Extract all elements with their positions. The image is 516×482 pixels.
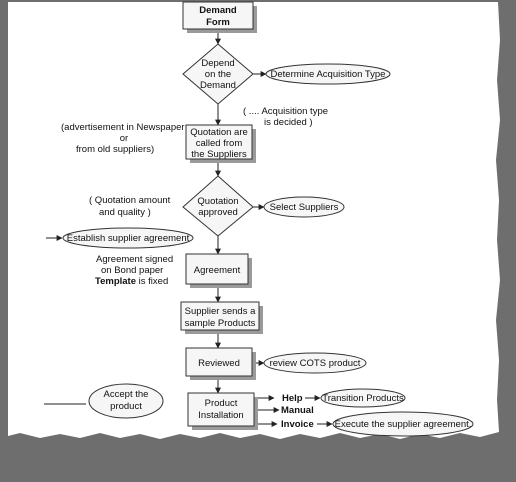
help-label: Help (282, 393, 303, 404)
execute-agreement-label: Execute the supplier agreement. (335, 419, 472, 430)
quotation-approved-line2: approved (198, 207, 238, 218)
advertisement-note-line3: from old suppliers) (76, 144, 154, 155)
demand-form-line2: Form (206, 17, 230, 28)
accept-product-line2: product (110, 401, 142, 412)
quotation-called-line2: called from (196, 138, 243, 149)
template-word: Template (95, 276, 136, 287)
agreement-note-line2: on Bond paper (101, 265, 163, 276)
acquisition-note-line2: is decided ) (264, 117, 313, 128)
agreement-note-line3: Template is fixed (95, 276, 168, 287)
agreement-label: Agreement (194, 265, 241, 276)
reviewed-box (185, 347, 253, 377)
quotation-amount-note-line1: ( Quotation amount (89, 195, 171, 206)
demand-form-line1: Demand (199, 5, 237, 16)
acquisition-note-line1: ( .... Acquisition type (243, 106, 328, 117)
depend-line2: on the (205, 69, 231, 80)
quotation-approved-decision (182, 175, 254, 237)
depend-line3: Demand (200, 80, 236, 91)
review-cots-oval (263, 352, 367, 374)
depend-line1: Depend (201, 58, 234, 69)
agreement-box (185, 253, 249, 285)
agreement-note-line1: Agreement signed (96, 254, 173, 265)
establish-agreement-oval (62, 227, 194, 249)
review-cots-label: review COTS product (270, 358, 361, 369)
invoice-label: Invoice (281, 419, 314, 430)
depend-decision (182, 43, 254, 105)
advertisement-note-line2: or (120, 133, 128, 144)
quotation-approved-line1: Quotation (197, 196, 238, 207)
select-suppliers-oval (263, 196, 345, 218)
product-installation-line2: Installation (198, 410, 243, 421)
execute-agreement-oval (332, 411, 474, 437)
accept-product-line1: Accept the (104, 389, 149, 400)
supplier-sends-box (180, 301, 260, 331)
quotation-amount-note-line2: and quality ) (99, 207, 151, 218)
demand-form-box (182, 1, 254, 30)
supplier-sends-line1: Supplier sends a (185, 306, 256, 317)
quotation-called-line1: Quotation are (190, 127, 248, 138)
transition-products-oval (320, 388, 406, 408)
determine-acquisition-label: Determine Acquisition Type (271, 69, 386, 80)
transition-products-label: Transition Products (322, 393, 404, 404)
product-installation-box (187, 392, 255, 427)
quotation-called-box (185, 124, 253, 160)
product-installation-line1: Product (205, 398, 238, 409)
manual-label: Manual (281, 405, 314, 416)
select-suppliers-label: Select Suppliers (270, 202, 339, 213)
advertisement-note-line1: (advertisement in Newspaper (61, 122, 185, 133)
paper-sheet (8, 2, 500, 439)
determine-acquisition-oval (265, 63, 391, 85)
supplier-sends-line2: sample Products (185, 318, 256, 329)
is-fixed-text: is fixed (139, 276, 169, 287)
accept-product-oval (88, 383, 164, 419)
quotation-called-line3: the Suppliers (191, 149, 247, 160)
establish-agreement-label: Establish supplier agreement (67, 233, 190, 244)
reviewed-label: Reviewed (198, 358, 240, 369)
